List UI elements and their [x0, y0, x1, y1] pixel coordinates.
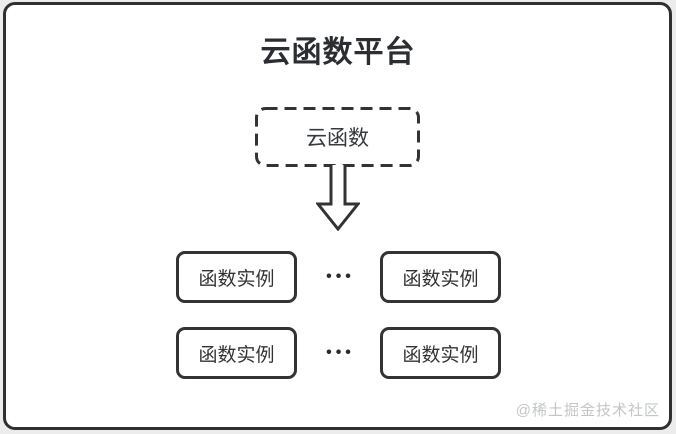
cloud-function-label: 云函数	[306, 127, 369, 150]
diagram-title: 云函数平台	[260, 36, 416, 69]
function-instance-box: 函数实例	[176, 327, 297, 379]
dashed-border-icon	[255, 107, 420, 167]
cloud-function-node: 云函数	[255, 107, 420, 167]
down-arrow-icon	[316, 165, 360, 231]
function-instance-box: 函数实例	[380, 327, 501, 379]
watermark: @稀土掘金技术社区	[515, 402, 660, 419]
function-instance-box: 函数实例	[176, 251, 297, 303]
function-instance-box: 函数实例	[380, 251, 501, 303]
ellipsis-dots: •••	[326, 344, 355, 361]
ellipsis-dots: •••	[326, 268, 355, 285]
